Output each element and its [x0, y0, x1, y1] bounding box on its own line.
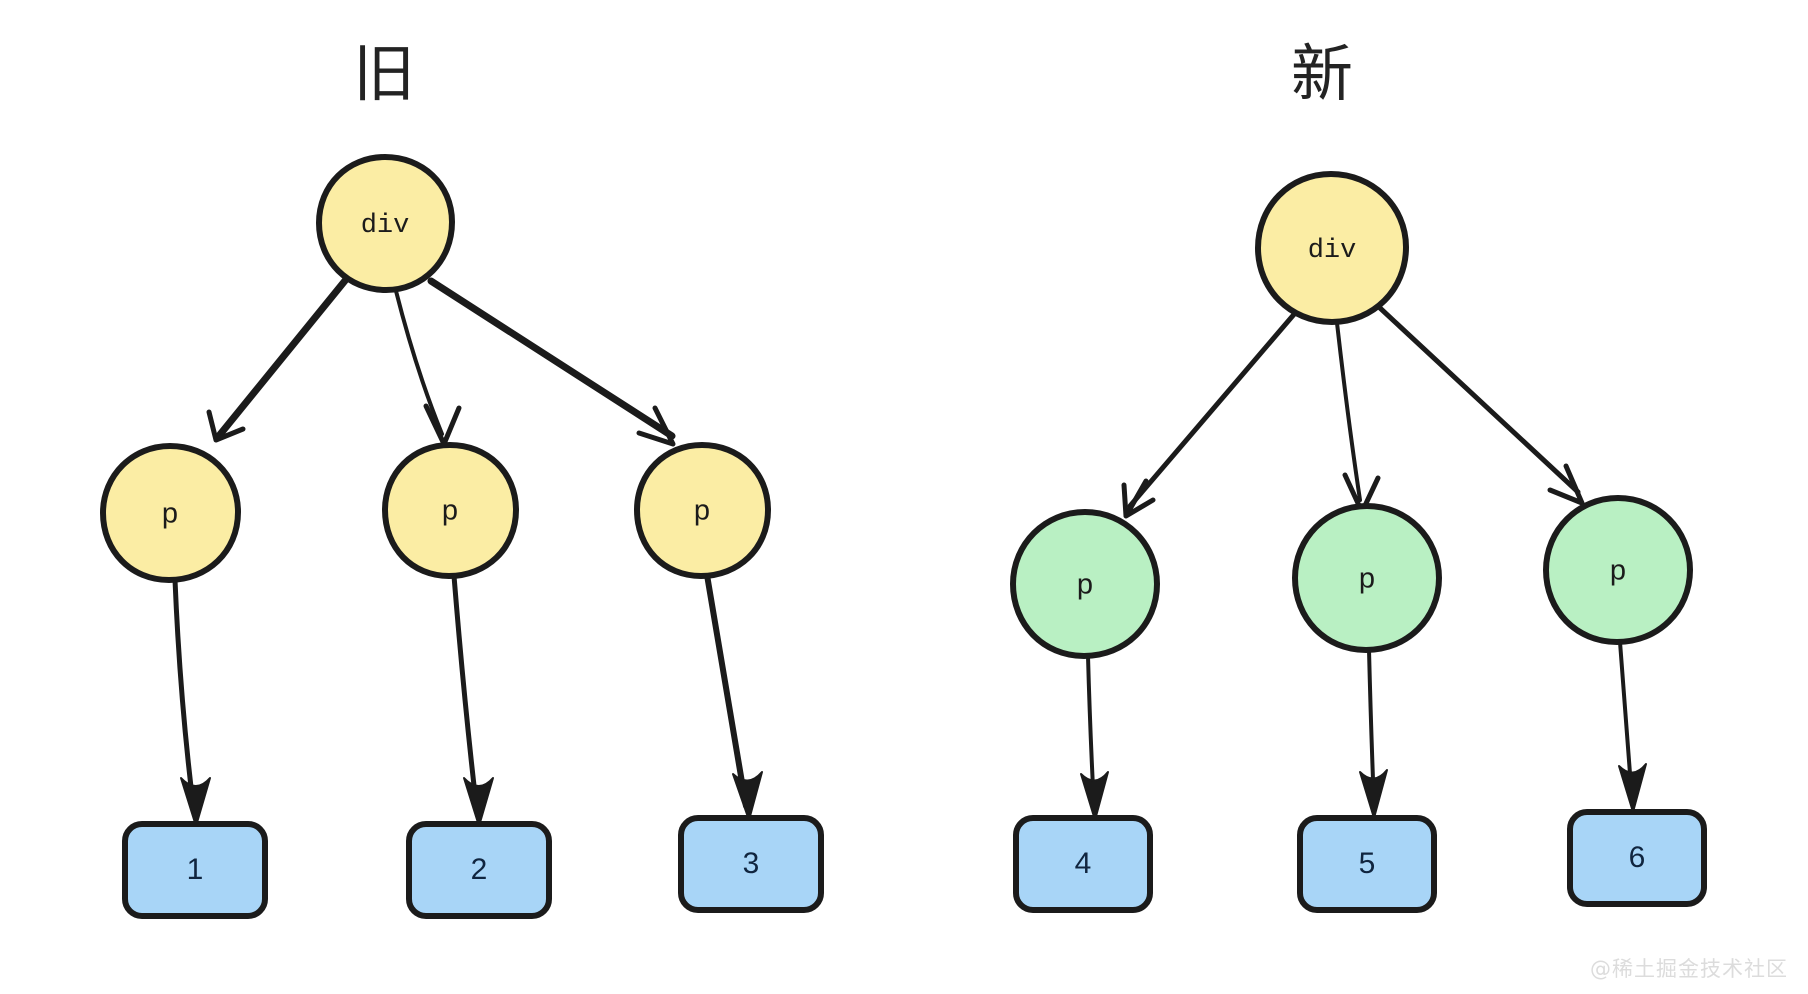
edge-old-p3-to-box3: [704, 572, 749, 809]
old-p-node-1[interactable]: p: [100, 443, 241, 583]
new-root-node[interactable]: div: [1255, 171, 1409, 325]
new-leaf-box-4[interactable]: 4: [1013, 815, 1153, 913]
new-p2-circle: [1292, 503, 1442, 653]
old-root-node[interactable]: div: [316, 154, 455, 293]
old-p-node-3[interactable]: p: [634, 442, 771, 579]
old-tree-edges: [172, 273, 763, 827]
edge-old-root-to-p2: [394, 289, 444, 436]
old-leaf-box-3[interactable]: 3: [678, 815, 824, 913]
arrow-head-old-box3: [732, 771, 763, 821]
new-p-node-1[interactable]: p: [1010, 509, 1160, 659]
arrow-head-old-p3: [636, 405, 676, 447]
arrow-head-new-box4: [1080, 771, 1109, 821]
old-tree-title: 旧: [353, 37, 415, 110]
new-leaf-box-6[interactable]: 6: [1567, 809, 1707, 907]
watermark-text: @稀土掘金技术社区: [1590, 957, 1788, 981]
new-root-label: div: [1308, 236, 1357, 266]
arrow-head-old-p2: [423, 403, 462, 447]
old-p3-circle: [634, 442, 771, 579]
new-tree-group: 新 div: [1010, 37, 1707, 913]
edge-old-p2-to-box2: [451, 573, 480, 815]
new-p-node-2[interactable]: p: [1292, 503, 1442, 653]
new-p3-label: p: [1610, 555, 1626, 587]
new-box6-rect: [1567, 809, 1707, 907]
new-tree-title: 新: [1291, 37, 1353, 110]
arrow-head-old-p1: [206, 409, 246, 443]
new-leaf-box-5[interactable]: 5: [1297, 815, 1437, 913]
new-tree-edges: [1080, 305, 1647, 821]
old-leaf-box-2[interactable]: 2: [406, 821, 552, 919]
edge-old-p1-to-box1: [172, 577, 197, 815]
arrow-head-new-p6: [1547, 463, 1585, 506]
arrow-head-old-box1: [180, 777, 211, 827]
new-p1-circle: [1010, 509, 1160, 659]
old-p1-label: p: [162, 498, 178, 530]
edge-new-root-to-p6: [1377, 305, 1581, 495]
arrow-head-new-box6: [1618, 763, 1647, 813]
edge-old-root-to-p1: [214, 273, 352, 441]
arrow-head-new-box5: [1359, 769, 1388, 819]
new-box4-label: 4: [1075, 847, 1092, 880]
new-p1-label: p: [1077, 569, 1093, 601]
old-root-circle: [316, 154, 455, 293]
old-tree-group: 旧 div: [100, 37, 824, 919]
old-leaf-box-1[interactable]: 1: [122, 821, 268, 919]
new-p-node-3[interactable]: p: [1543, 495, 1693, 645]
old-box3-rect: [678, 815, 824, 913]
arrow-head-new-p4: [1121, 478, 1156, 519]
old-box3-label: 3: [743, 847, 760, 880]
new-box5-rect: [1297, 815, 1437, 913]
new-box4-rect: [1013, 815, 1153, 913]
old-p2-label: p: [442, 495, 458, 527]
old-p3-label: p: [694, 495, 710, 527]
old-box1-rect: [122, 821, 268, 919]
old-box1-label: 1: [187, 853, 204, 886]
edge-new-root-to-p5: [1335, 321, 1362, 502]
old-root-label: div: [361, 211, 410, 241]
old-p1-circle: [100, 443, 241, 583]
arrow-head-old-box2: [463, 777, 494, 827]
edge-new-root-to-p4: [1127, 309, 1299, 509]
new-p2-label: p: [1359, 563, 1375, 595]
new-root-circle: [1255, 171, 1409, 325]
new-box5-label: 5: [1359, 847, 1376, 880]
edge-old-root-to-p3: [427, 277, 676, 440]
new-box6-label: 6: [1629, 841, 1646, 874]
old-p2-circle: [382, 442, 519, 579]
old-box2-rect: [406, 821, 552, 919]
old-box2-label: 2: [471, 853, 488, 886]
old-p-node-2[interactable]: p: [382, 442, 519, 579]
new-p3-circle: [1543, 495, 1693, 645]
